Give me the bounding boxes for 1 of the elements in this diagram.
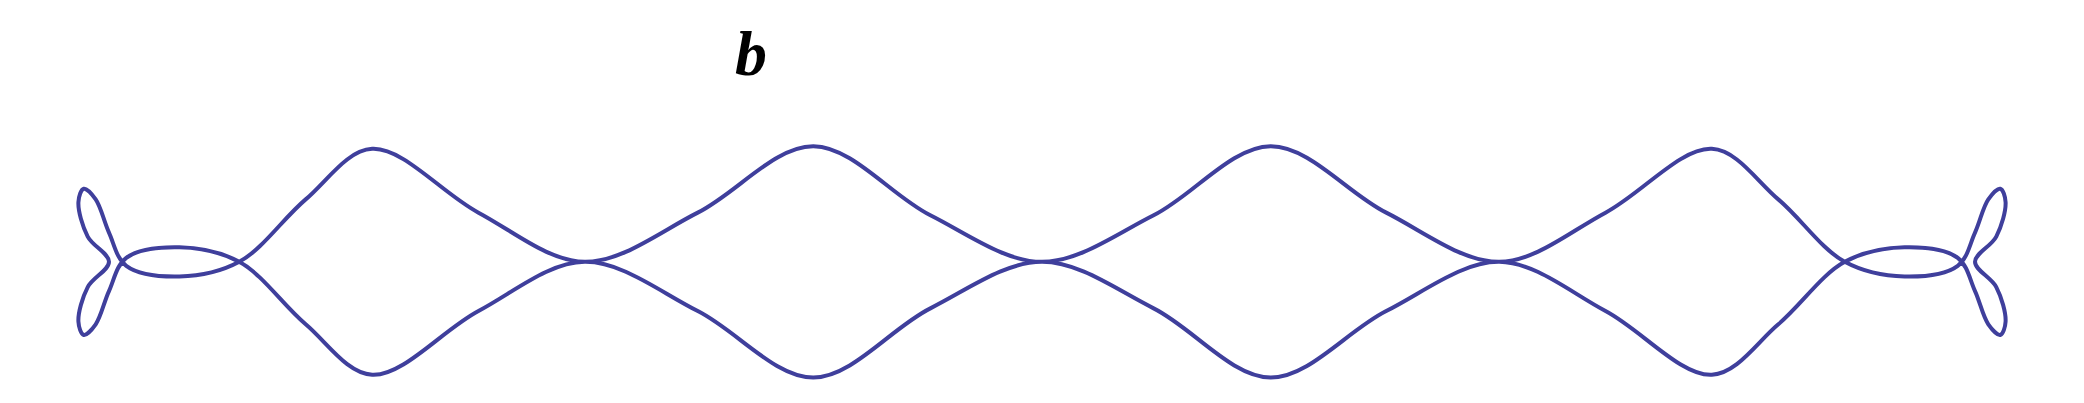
- panel-label: b: [735, 22, 767, 86]
